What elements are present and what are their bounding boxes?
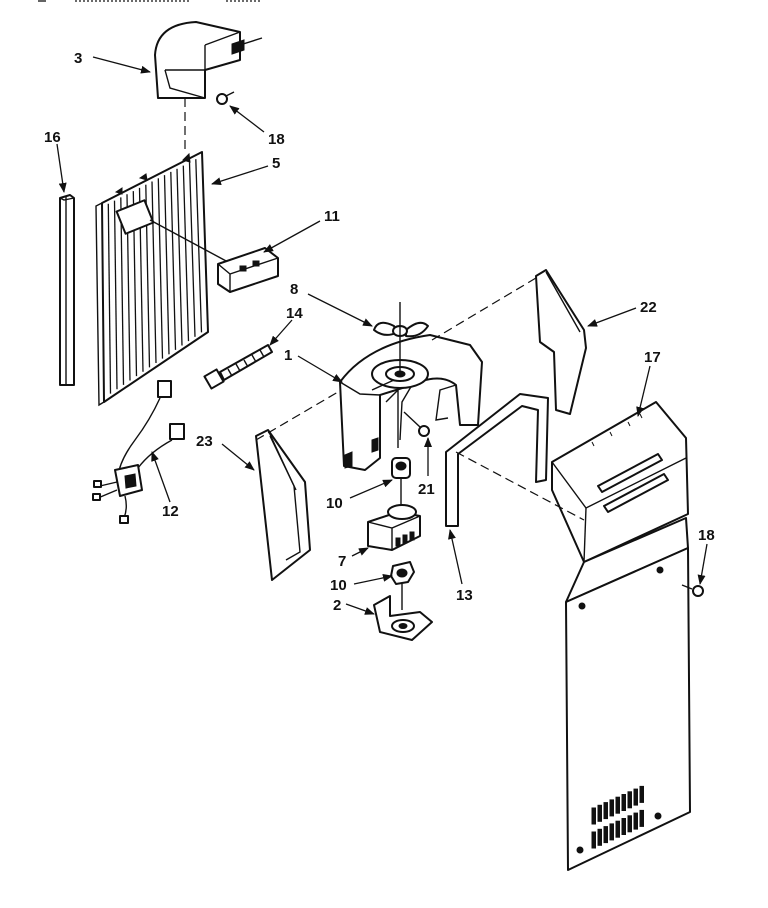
part-18-screw-right — [681, 584, 704, 597]
part-11-bracket — [217, 247, 279, 293]
leader-lines — [56, 56, 708, 615]
leader-label-to-11 — [149, 219, 229, 263]
assembly-lines — [255, 277, 585, 521]
part-10-grommet-lower — [390, 561, 415, 610]
callout-21: 21 — [418, 481, 435, 498]
callout-13: 13 — [456, 587, 473, 604]
part-5-evaporator-cover — [95, 151, 209, 407]
callout-3: 3 — [74, 50, 82, 67]
callout-11: 11 — [324, 208, 340, 225]
part-21-axis — [403, 411, 421, 428]
callout-labels: 3 18 16 5 11 8 14 1 22 17 23 12 21 10 7 … — [44, 50, 715, 614]
callout-12: 12 — [162, 503, 179, 520]
part-21-screw — [418, 425, 430, 437]
callout-5: 5 — [272, 155, 280, 172]
part-17-rear-cover — [551, 401, 691, 871]
callout-8: 8 — [290, 281, 298, 298]
callout-7: 7 — [338, 553, 346, 570]
callout-18-top: 18 — [268, 131, 285, 148]
part-18-screw-top — [216, 91, 235, 105]
part-16-gasket-strip — [59, 194, 75, 386]
callout-22: 22 — [640, 299, 657, 316]
part-1-fan-housing — [339, 334, 483, 471]
callout-16: 16 — [44, 129, 61, 146]
part-14-thermistor — [203, 344, 273, 390]
callout-1: 1 — [284, 347, 292, 364]
callout-17: 17 — [644, 349, 661, 366]
part-10-grommet-upper — [391, 457, 411, 506]
part-12-wire-harness — [92, 380, 185, 524]
part-3-duct-cover — [154, 21, 263, 99]
callout-18-right: 18 — [698, 527, 715, 544]
callout-10-upper: 10 — [326, 495, 343, 512]
part-22-top-duct — [535, 269, 587, 415]
callout-2: 2 — [333, 597, 341, 614]
callout-10-lower: 10 — [330, 577, 347, 594]
rear-cover-vents — [591, 785, 644, 849]
part-13-gasket — [445, 393, 549, 527]
callout-14: 14 — [286, 305, 303, 322]
part-8-fan-blade — [373, 302, 429, 372]
part-23-side-duct — [255, 429, 311, 581]
part-7-fan-motor — [367, 504, 421, 551]
callout-23: 23 — [196, 433, 213, 450]
part-2-motor-bracket — [373, 595, 433, 641]
motor-vents — [395, 531, 415, 547]
